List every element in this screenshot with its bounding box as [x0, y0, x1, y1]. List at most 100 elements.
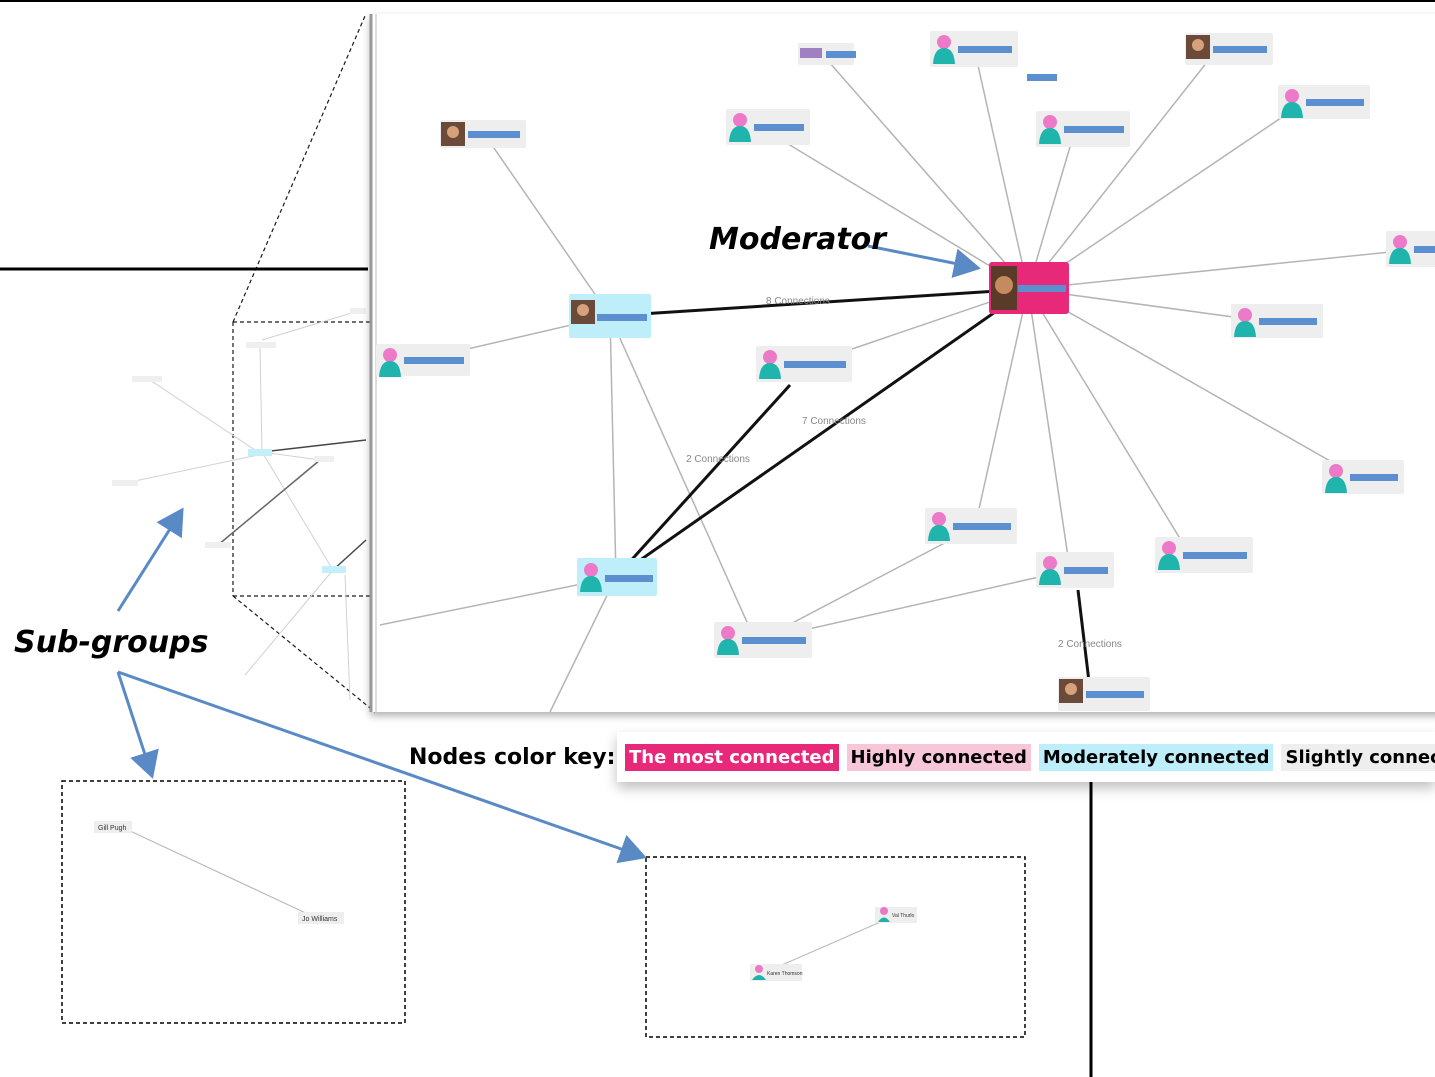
legend-item-moderately: Moderately connected: [1038, 743, 1274, 771]
redacted-name: [468, 131, 520, 138]
redacted-name: [1213, 46, 1267, 53]
moderator-node: [989, 262, 1069, 314]
person-node: [925, 508, 1017, 544]
edge-dark: [609, 287, 1029, 318]
subgroup-label-gill: Gill Pugh: [98, 825, 127, 832]
person-node: [1036, 111, 1130, 147]
person-node: [1058, 677, 1150, 711]
edge-label: 2 Connections: [1058, 639, 1122, 650]
edge-light: [549, 576, 617, 713]
redacted-name: [1306, 99, 1364, 106]
redacted-name: [958, 46, 1012, 53]
person-node: [798, 43, 856, 65]
subgroup-box-1: [61, 780, 406, 1024]
redacted-name: [742, 637, 806, 644]
person-icon: [1043, 115, 1057, 129]
person-body-icon: [379, 361, 401, 377]
legend-item-highly: Highly connected: [846, 743, 1031, 771]
edge-label: 2 Connections: [686, 454, 750, 465]
person-node: [440, 120, 526, 148]
nodes-layer: [376, 31, 1435, 711]
redacted-name: [1064, 126, 1124, 133]
edge-dark: [614, 383, 792, 579]
person-icon: [584, 563, 598, 577]
edge-light: [484, 134, 611, 317]
redacted-name: [1259, 318, 1317, 325]
redacted-name: [1086, 691, 1144, 698]
legend-bar: The most connected Highly connected Mode…: [617, 732, 1435, 782]
person-icon: [763, 350, 777, 364]
person-icon: [1285, 89, 1299, 103]
subgroup-node-gill: [94, 821, 132, 833]
zoom-panel: [369, 14, 1435, 712]
edge-light: [764, 129, 1029, 290]
edge-dark: [1076, 589, 1092, 691]
person-body-icon: [1234, 321, 1256, 337]
overview-graph: [112, 15, 376, 713]
person-node: [376, 344, 470, 377]
person-body-icon: [1325, 477, 1347, 493]
person-icon: [383, 348, 397, 362]
hub-node: [577, 558, 657, 596]
edge-light: [1027, 288, 1361, 479]
moderator-annotation: Moderator: [709, 222, 887, 257]
person-node: [1322, 460, 1404, 494]
redacted-name: [597, 314, 647, 321]
person-body-icon: [928, 525, 950, 541]
edge-light: [609, 315, 617, 578]
annotation-arrows: [116, 244, 981, 864]
edge-light: [609, 315, 756, 641]
person-body-icon: [1039, 569, 1061, 585]
arrow-subgroup-up: [116, 507, 184, 612]
redacted-name: [784, 361, 846, 368]
person-icon: [1329, 464, 1343, 478]
redacted-name: [826, 51, 856, 58]
person-icon: [1393, 235, 1407, 249]
person-node: [1278, 85, 1370, 119]
subgroup-box-2: [645, 856, 1026, 1038]
person-body-icon: [759, 363, 781, 379]
person-node: [726, 109, 810, 145]
redacted-name: [1183, 552, 1247, 559]
person-node: [1155, 537, 1253, 573]
redacted-name: [605, 575, 653, 582]
person-icon: [733, 113, 747, 127]
person-icon: [721, 626, 735, 640]
group-icon: [800, 48, 822, 58]
legend-item-slightly: Slightly connected: [1281, 743, 1435, 771]
redacted-name: [1414, 246, 1435, 253]
person-icon: [1238, 308, 1252, 322]
subgroup-label-val: Val Thurlo: [892, 913, 915, 919]
subgroup-label-karen: Karen Thomson: [767, 971, 803, 977]
person-icon: [1043, 556, 1057, 570]
arrow-subgroup-down: [116, 671, 159, 779]
redacted-name: [404, 357, 464, 364]
edge-light: [821, 53, 1029, 290]
person-body-icon: [717, 639, 739, 655]
redacted-name: [1018, 285, 1066, 292]
arrow-moderator: [867, 244, 981, 279]
person-body-icon: [1039, 128, 1061, 144]
legend-item-most: The most connected: [625, 743, 839, 771]
edge-light: [1027, 51, 1216, 290]
person-body-icon: [580, 576, 602, 592]
edge-dark: [615, 287, 1029, 579]
person-body-icon: [1281, 102, 1303, 118]
edge-label: 7 Connections: [802, 416, 866, 427]
edge-light: [1027, 288, 1191, 556]
person-node: [1231, 304, 1323, 338]
legend-title: Nodes color key:: [409, 745, 616, 770]
person-node: [1386, 231, 1435, 267]
edge-light: [974, 51, 1029, 290]
edge-light: [379, 576, 617, 626]
subgroup-node-karen: Karen Thomson: [750, 964, 803, 981]
redacted-name: [1027, 74, 1057, 81]
person-node: [1185, 33, 1273, 65]
person-body-icon: [729, 126, 751, 142]
subgroup-node-jo: [298, 912, 344, 924]
person-icon: [937, 35, 951, 49]
subgroup-label-jo: Jo Williams: [302, 916, 338, 923]
person-icon: [1162, 541, 1176, 555]
